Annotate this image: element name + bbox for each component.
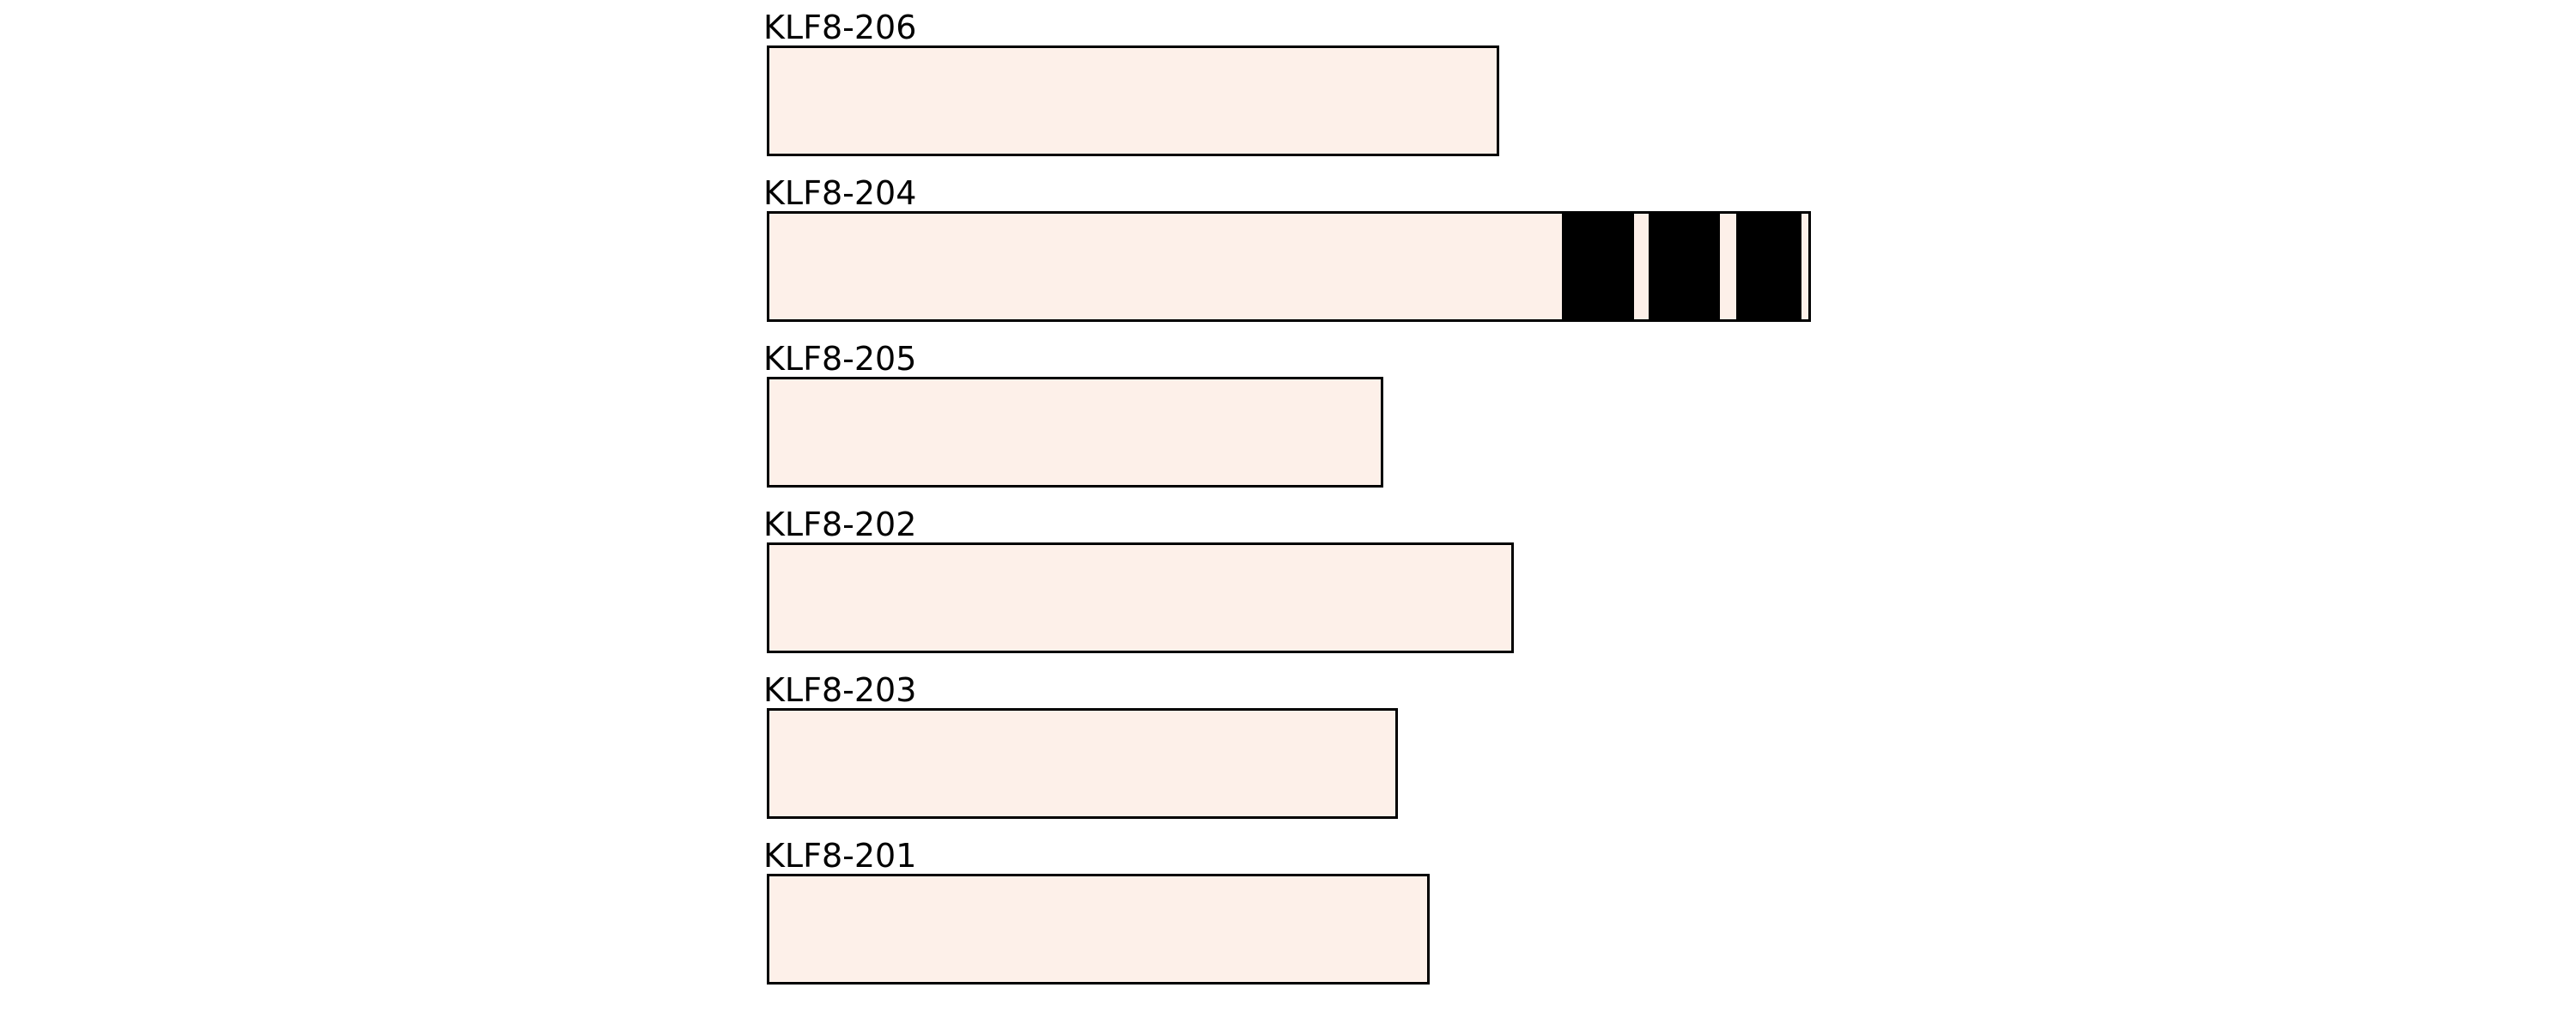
transcript-bar: [767, 874, 1430, 985]
transcript-bar: [767, 542, 1514, 653]
transcript-label: KLF8-205: [763, 340, 917, 378]
transcript-bar: [767, 708, 1398, 819]
transcript-bar: [767, 211, 1811, 322]
transcript-label: KLF8-206: [763, 9, 917, 46]
transcript-bar: [767, 377, 1383, 488]
transcript-bar: [767, 45, 1499, 156]
transcript-label: KLF8-201: [763, 837, 917, 875]
transcript-label: KLF8-204: [763, 174, 917, 212]
exon-block: [1649, 214, 1720, 319]
transcript-label: KLF8-202: [763, 506, 917, 543]
exon-block: [1736, 214, 1801, 319]
transcript-label: KLF8-203: [763, 671, 917, 709]
exon-block: [1562, 214, 1634, 319]
